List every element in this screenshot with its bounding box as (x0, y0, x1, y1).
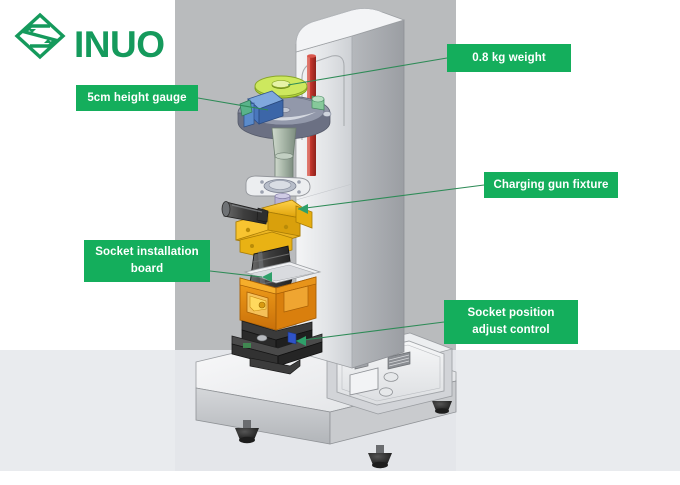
display-screen (349, 367, 379, 396)
flange-bolt-2 (297, 180, 301, 184)
stage-blue-block (287, 331, 297, 345)
mount-flange (245, 175, 311, 197)
upright-column (295, 8, 406, 369)
stage-adjust-knob (256, 334, 268, 342)
fixture-bolt-1 (245, 227, 251, 233)
fixture-bolt-2 (283, 224, 289, 230)
brand-logo: INUO (14, 12, 189, 65)
callout-socket-position-adjust-control-label: Socket position adjust control (467, 305, 554, 338)
stage-rail-right (277, 341, 323, 367)
leveling-foot-front-left (235, 420, 259, 444)
callout-height-gauge-label: 5cm height gauge (87, 91, 187, 104)
stage-green-accent (243, 343, 251, 348)
flange-bolt-3 (260, 190, 264, 194)
round-knob-2 (379, 387, 393, 397)
callout-line-1: Socket position (467, 307, 555, 320)
callout-line-2: adjust control (472, 324, 550, 336)
callout-line-2: board (130, 263, 164, 275)
leader-arrowheads (262, 204, 308, 346)
leveling-foot-rear-right (432, 401, 452, 414)
green-clip-left (239, 99, 253, 117)
column-inner-slot (301, 55, 345, 140)
flange-bolt-4 (297, 190, 301, 194)
brand-name: INUO (74, 24, 165, 65)
charging-gun-handle (221, 201, 269, 225)
fixture-bolt-3 (250, 244, 254, 248)
arrow-socket-installation-board (262, 272, 272, 282)
leader-weight (287, 57, 448, 86)
callout-weight-label: 0.8 kg weight (472, 51, 546, 64)
callout-socket-installation-board-label: Socket installation board (95, 244, 199, 277)
green-drop-shaft (271, 127, 297, 179)
callout-charging-gun-fixture-label: Charging gun fixture (493, 178, 609, 191)
leader-socket-installation-board (209, 270, 263, 278)
socket-board-knob (258, 301, 266, 309)
callout-socket-installation-board: Socket installation board (84, 240, 210, 282)
xy-adjust-stage (231, 320, 323, 375)
rim-bolt (322, 111, 332, 117)
flange-bolt-1 (260, 180, 264, 184)
weight-bowl-assembly (237, 75, 332, 140)
leader-height-gauge (197, 97, 269, 111)
leader-lines (197, 57, 485, 342)
callout-line-1: Socket installation (95, 246, 199, 259)
control-panel-inner-outline (341, 344, 441, 402)
leveling-foot-front-right (368, 445, 392, 469)
socket-board-frame (239, 261, 322, 331)
gun-handle-cap (221, 201, 231, 217)
stage-pedestal (249, 357, 301, 375)
sinuo-s-monogram-icon (14, 12, 66, 60)
arrow-charging-gun-fixture (298, 204, 308, 214)
leader-socket-position-adjust (295, 321, 445, 342)
callout-charging-gun-fixture: Charging gun fixture (484, 172, 618, 198)
callout-weight: 0.8 kg weight (447, 44, 571, 72)
callout-height-gauge: 5cm height gauge (76, 85, 198, 111)
column-side-face (351, 19, 405, 369)
round-knob-1 (383, 372, 399, 382)
callout-socket-position-adjust-control: Socket position adjust control (444, 300, 578, 344)
arrow-socket-position-adjust (296, 336, 306, 346)
leader-charging-gun-fixture (297, 184, 485, 210)
